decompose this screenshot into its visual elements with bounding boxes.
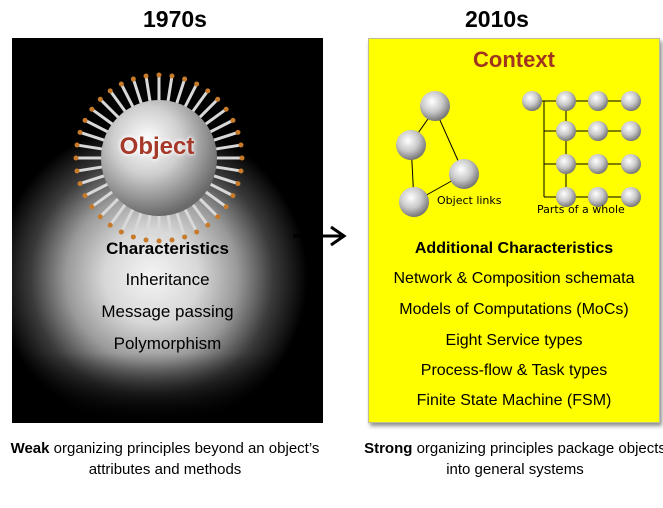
context-panel: Context (368, 38, 660, 423)
right-arrow-icon (293, 225, 347, 247)
left-caption-text: organizing principles beyond an object’s… (49, 440, 320, 478)
characteristic-item: Message passing (101, 302, 234, 321)
additional-characteristics-heading: Additional Characteristics (414, 240, 614, 257)
object-links-label: Object links (437, 194, 502, 207)
additional-characteristic-item: Network & Composition schemata (393, 270, 635, 287)
left-caption-strong: Weak (10, 440, 50, 457)
characteristic-item: Inheritance (125, 270, 210, 289)
smoke-overlay (12, 353, 323, 423)
parts-of-whole-nodes (522, 91, 641, 207)
parts-of-whole-label: Parts of a whole (537, 203, 625, 216)
left-era-title: 1970s (143, 6, 207, 32)
object-label: Object (119, 133, 195, 160)
characteristic-item: Polymorphism (113, 334, 222, 353)
right-era-title: 2010s (465, 6, 529, 32)
object-panel: Object Characteristics Inheritance Messa… (12, 38, 323, 423)
context-title: Context (473, 47, 555, 72)
right-caption-strong: Strong (364, 440, 413, 457)
additional-characteristic-item: Eight Service types (445, 332, 583, 349)
right-caption: Strong organizing principles package obj… (355, 438, 663, 480)
object-links-nodes (396, 91, 479, 217)
characteristics-heading: Characteristics (106, 239, 229, 258)
right-caption-text: organizing principles package objects in… (412, 440, 663, 478)
additional-characteristic-item: Finite State Machine (FSM) (416, 392, 612, 409)
additional-characteristic-item: Models of Computations (MoCs) (399, 301, 629, 318)
spiked-sphere-icon (73, 72, 245, 244)
additional-characteristic-item: Process-flow & Task types (420, 362, 608, 379)
left-caption: Weak organizing principles beyond an obj… (5, 438, 325, 480)
context-network-diagram (396, 91, 641, 217)
